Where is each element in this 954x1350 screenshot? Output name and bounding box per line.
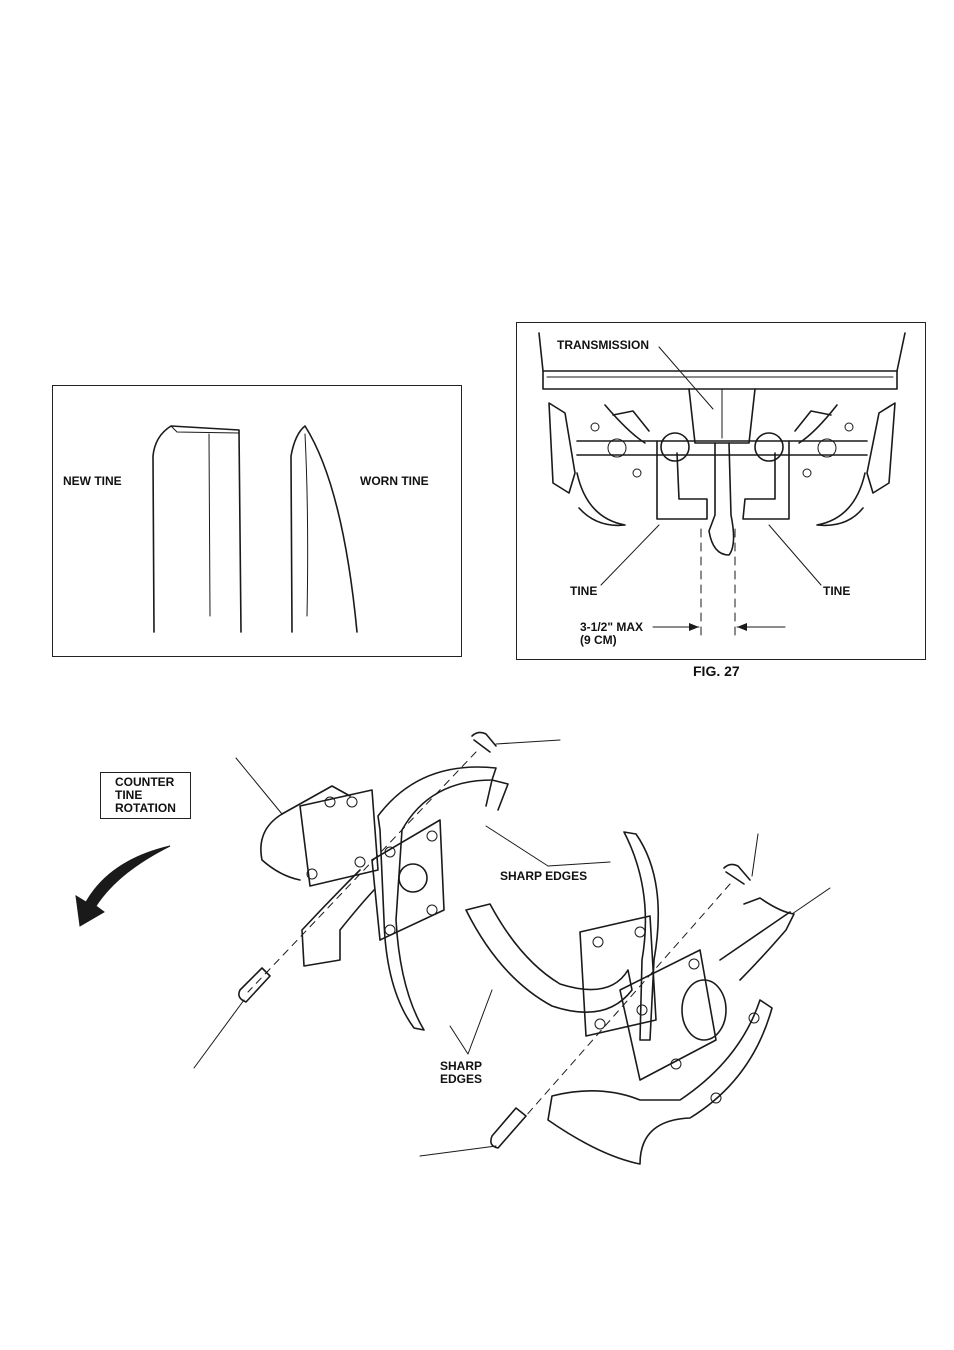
sharp-edges-lower-label-line2: EDGES — [440, 1073, 482, 1086]
sharp-edges-upper-label: SHARP EDGES — [500, 870, 587, 883]
left-mount-plate — [300, 790, 378, 886]
left-curved-tine — [378, 767, 496, 1030]
right-curved-tine — [624, 832, 658, 1040]
rotation-arrow — [76, 846, 170, 926]
